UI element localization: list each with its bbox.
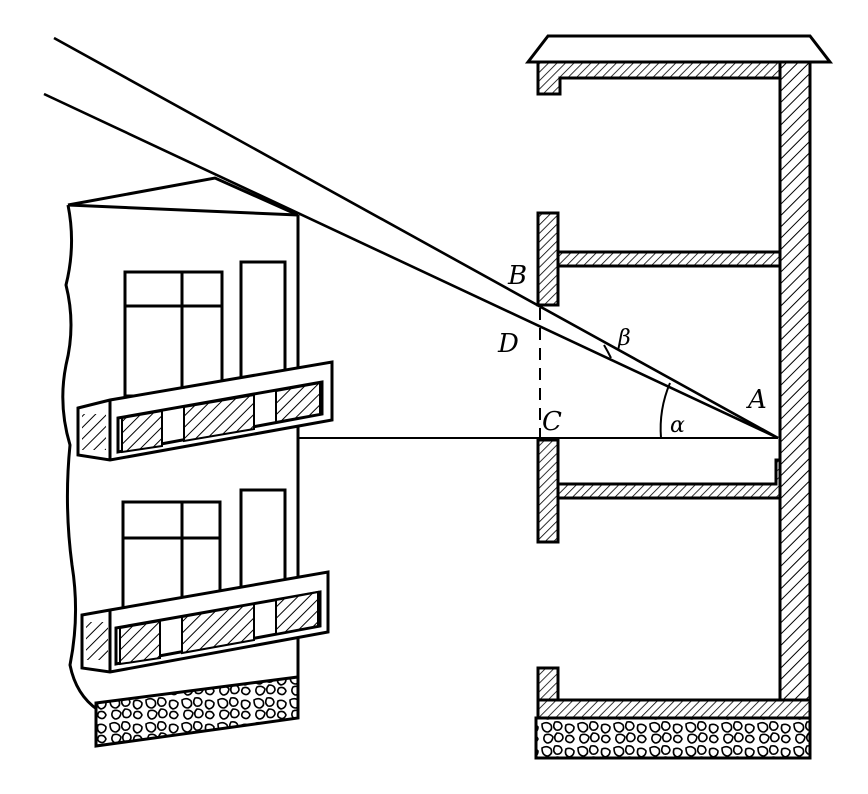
- back-wall: [778, 60, 812, 722]
- middle-floor-slab: [556, 458, 782, 500]
- point-a-label: A: [746, 385, 767, 415]
- opposite-building-foundation: [94, 675, 300, 748]
- lower-parapet: [536, 438, 560, 544]
- angle-alpha-label: α: [670, 413, 685, 438]
- sight-line-upper: [53, 36, 779, 440]
- building-foundation: [534, 716, 812, 760]
- sight-line-lower: [43, 92, 779, 440]
- opposite-building: [61, 176, 334, 748]
- point-b-label: B: [507, 261, 527, 291]
- upper-parapet: [536, 211, 560, 307]
- point-d-label: D: [497, 329, 519, 359]
- lower-balcony: [80, 570, 330, 674]
- angle-beta-arc: [603, 344, 612, 359]
- roof-slab: [524, 34, 834, 64]
- building-section: [524, 34, 834, 760]
- upper-balcony: [76, 360, 334, 462]
- point-c-label: C: [542, 407, 562, 437]
- angle-beta-label: β: [617, 326, 631, 351]
- opposite-building-roof: [67, 176, 299, 217]
- sight-lines: [43, 36, 779, 440]
- angle-alpha-arc: [659, 382, 671, 439]
- ground-slab: [536, 698, 812, 720]
- upper-floor-slab: [556, 250, 782, 268]
